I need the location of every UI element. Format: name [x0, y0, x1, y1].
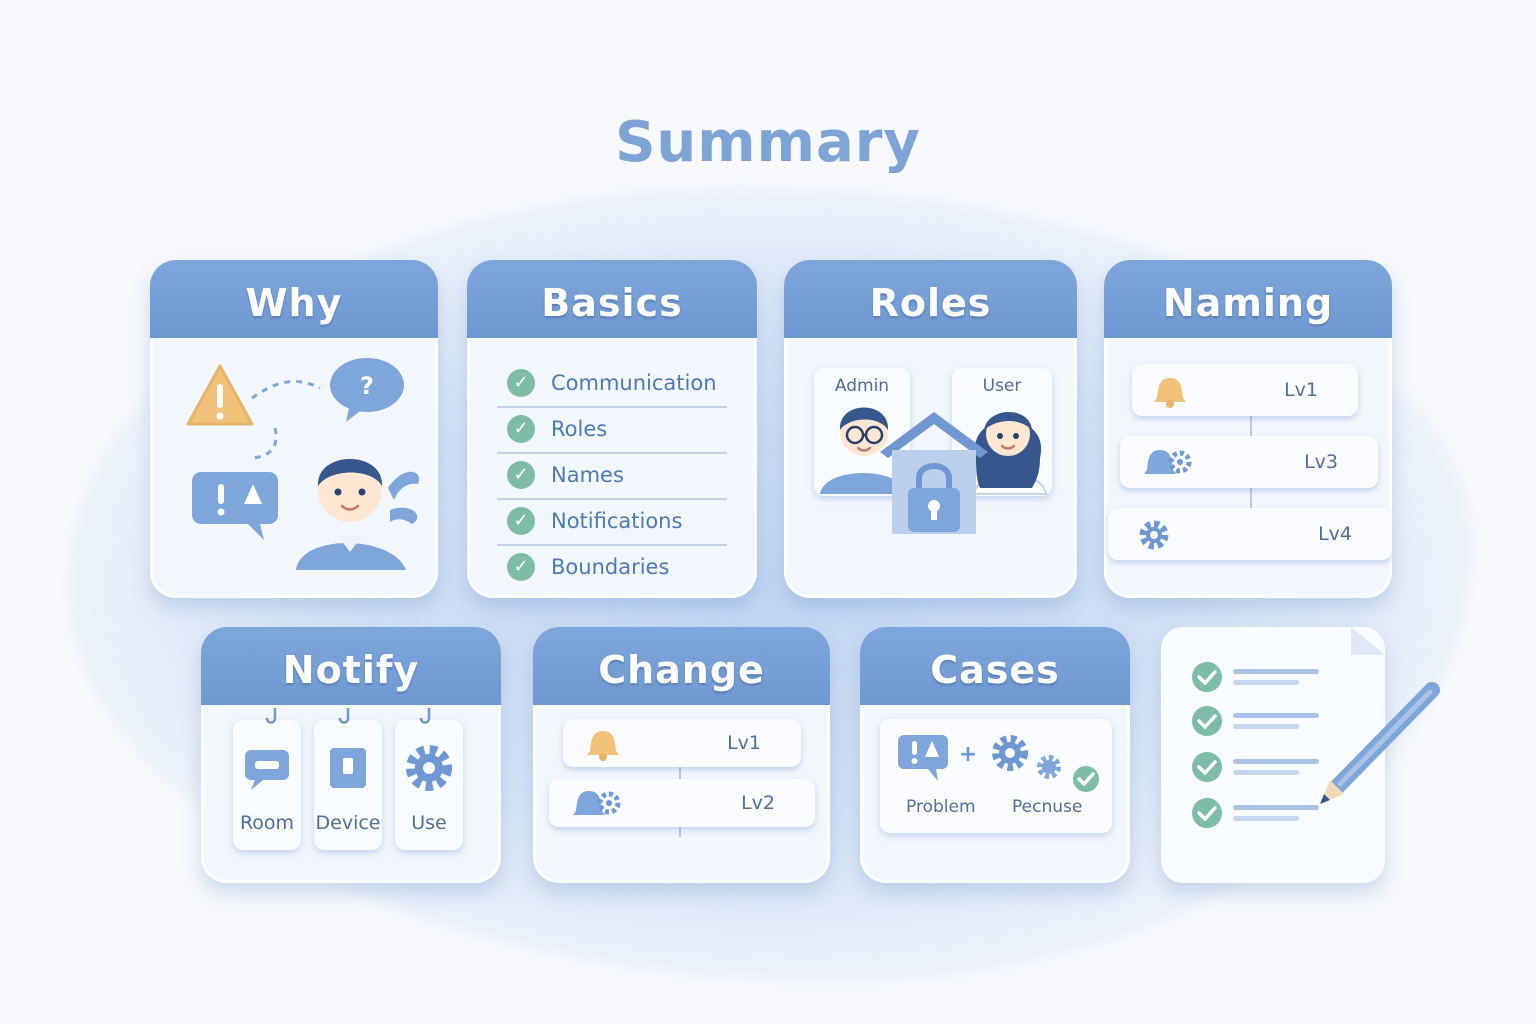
card-basics-title: Basics — [467, 260, 757, 338]
card-why-title: Why — [150, 260, 438, 338]
level-label: Lv1 — [1284, 379, 1318, 401]
tile-label: Room — [239, 812, 295, 834]
message-icon — [245, 750, 289, 790]
bell-icon — [1154, 378, 1186, 408]
user-avatar — [972, 412, 1048, 495]
speech-bubble-question-icon: ? — [330, 358, 404, 422]
level-item: Lv3 — [1120, 436, 1378, 488]
card-roles[interactable]: Roles Admin User — [784, 260, 1077, 598]
bell-icon — [587, 731, 619, 761]
why-illustration: ? — [186, 358, 420, 570]
user-label: User — [982, 376, 1022, 396]
gear-icon — [992, 735, 1061, 779]
card-basics[interactable]: Basics ✓ Communication ✓ Roles ✓ Names ✓… — [467, 260, 757, 598]
level-label: Lv4 — [1318, 523, 1352, 545]
tile-label: Use — [411, 812, 447, 834]
pencil-icon — [1320, 682, 1440, 804]
card-cases[interactable]: Cases + Problem Pecnuse — [860, 627, 1130, 883]
bell-gear-icon — [573, 791, 621, 815]
document-illustration — [1192, 627, 1385, 828]
checkmark-icon: ✓ — [507, 369, 535, 397]
bell-gear-icon — [1144, 450, 1192, 474]
tile-hooks — [265, 708, 431, 724]
notify-tile-device[interactable]: Device — [314, 720, 382, 850]
checklist-item: ✓ Boundaries — [497, 544, 727, 590]
card-change-title: Change — [533, 627, 830, 705]
person-avatar — [296, 458, 406, 570]
card-notify-title: Notify — [201, 627, 501, 705]
level-label: Lv1 — [727, 732, 761, 754]
checkmark-icon: ✓ — [507, 461, 535, 489]
cases-illustration: + — [898, 735, 1099, 792]
roles-illustration — [820, 407, 1048, 534]
svg-text:?: ? — [360, 372, 374, 400]
checkmark-icon: ✓ — [507, 507, 535, 535]
checklist-item: ✓ Communication — [497, 360, 727, 408]
page-title: Summary — [615, 110, 921, 175]
checkmark-icon — [1192, 752, 1222, 782]
card-cases-title: Cases — [860, 627, 1130, 705]
gear-icon — [1139, 520, 1169, 550]
tile-label: Device — [315, 812, 381, 834]
card-why[interactable]: Why ? — [150, 260, 438, 598]
level-item: Lv4 — [1108, 508, 1392, 560]
checklist-item-label: Notifications — [551, 509, 683, 533]
checklist-item: ✓ Notifications — [497, 498, 727, 546]
cases-panel: + Problem Pecnuse — [880, 719, 1112, 833]
checklist-item-label: Roles — [551, 417, 608, 441]
notify-tile-room[interactable]: Room — [233, 720, 301, 850]
speech-bubble-alert-icon — [192, 472, 278, 540]
checkmark-icon — [1192, 798, 1222, 828]
level-item: Lv1 — [563, 719, 801, 767]
checklist-item: ✓ Roles — [497, 406, 727, 454]
admin-label: Admin — [834, 376, 890, 396]
admin-avatar — [820, 407, 906, 494]
checkmark-icon — [1192, 706, 1222, 736]
card-change[interactable]: Change Lv1 Lv2 — [533, 627, 830, 883]
card-roles-title: Roles — [784, 260, 1077, 338]
checklist-document — [1161, 627, 1385, 883]
warning-icon — [186, 364, 254, 426]
checkmark-icon: ✓ — [507, 553, 535, 581]
device-icon — [330, 748, 366, 788]
level-label: Lv3 — [1304, 451, 1338, 473]
svg-text:+: + — [959, 742, 977, 767]
card-naming-title: Naming — [1104, 260, 1392, 338]
checklist-item-label: Names — [551, 463, 624, 487]
response-label: Pecnuse — [1012, 797, 1083, 817]
checkmark-icon — [1073, 766, 1099, 792]
problem-label: Problem — [906, 797, 976, 817]
level-label: Lv2 — [741, 792, 775, 814]
level-item: Lv1 — [1132, 364, 1358, 416]
speech-bubble-alert-icon — [898, 735, 948, 781]
gear-icon — [406, 745, 452, 791]
checklist-item: ✓ Names — [497, 452, 727, 500]
house-lock-icon — [880, 412, 988, 534]
checklist-item-label: Boundaries — [551, 555, 670, 579]
checkmark-icon: ✓ — [507, 415, 535, 443]
level-item: Lv2 — [549, 779, 815, 827]
notify-tile-use[interactable]: Use — [395, 720, 463, 850]
checklist-item-label: Communication — [551, 371, 717, 395]
card-naming[interactable]: Naming Lv1 Lv3 Lv4 — [1104, 260, 1392, 598]
checkmark-icon — [1192, 662, 1222, 692]
